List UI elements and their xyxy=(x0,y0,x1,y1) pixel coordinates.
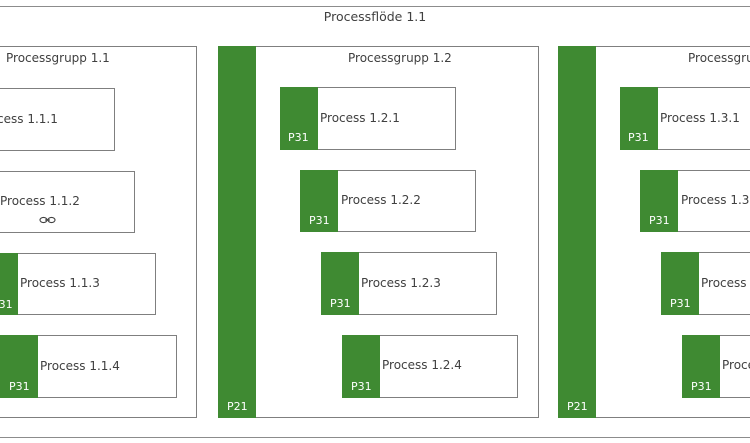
process-box-1-1-2[interactable] xyxy=(0,171,135,233)
p31-label: P31 xyxy=(288,131,309,144)
p31-marker xyxy=(342,335,380,398)
p31-marker xyxy=(640,170,678,232)
link-icon xyxy=(39,216,56,224)
process-label: Process 1.2.1 xyxy=(320,111,400,125)
process-group-title: Processgrupp 1.3 xyxy=(688,51,750,65)
process-box-1-1-1[interactable] xyxy=(0,88,115,151)
p31-marker xyxy=(620,87,658,150)
process-label: Process 1.2.4 xyxy=(382,358,462,372)
process-label: Process 1.1.3 xyxy=(20,276,100,290)
p31-marker xyxy=(661,252,699,315)
p31-marker xyxy=(0,335,38,398)
p31-label: P31 xyxy=(351,380,372,393)
p21-label: P21 xyxy=(567,400,588,413)
p31-label: P31 xyxy=(691,380,712,393)
process-label: Process 1.1.2 xyxy=(0,194,80,208)
p31-label: P31 xyxy=(0,298,13,311)
p31-marker xyxy=(0,253,18,315)
p31-marker xyxy=(280,87,318,150)
p31-marker xyxy=(300,170,338,232)
process-label: Process 1.3.4 xyxy=(722,358,750,372)
p31-label: P31 xyxy=(628,131,649,144)
p31-label: P31 xyxy=(9,380,30,393)
p31-label: P31 xyxy=(649,214,670,227)
p31-marker xyxy=(321,252,359,315)
process-label: Process 1.3.2 xyxy=(681,193,750,207)
p31-label: P31 xyxy=(330,297,351,310)
p31-label: P31 xyxy=(309,214,330,227)
process-label: Process 1.2.3 xyxy=(361,276,441,290)
p31-label: P31 xyxy=(670,297,691,310)
p31-marker xyxy=(682,335,720,398)
p21-marker xyxy=(558,46,596,418)
process-flow-title: Processflöde 1.1 xyxy=(323,9,427,24)
process-label: Process 1.3.3 xyxy=(701,276,750,290)
process-label: Process 1.1.1 xyxy=(0,112,58,126)
process-group-title: Processgrupp 1.2 xyxy=(348,51,452,65)
process-box-1-1-3[interactable] xyxy=(0,253,156,315)
process-label: Process 1.2.2 xyxy=(341,193,421,207)
p21-marker xyxy=(218,46,256,418)
process-label: Process 1.1.4 xyxy=(40,359,120,373)
process-group-title: Processgrupp 1.1 xyxy=(6,51,110,65)
p21-label: P21 xyxy=(227,400,248,413)
process-label: Process 1.3.1 xyxy=(660,111,740,125)
